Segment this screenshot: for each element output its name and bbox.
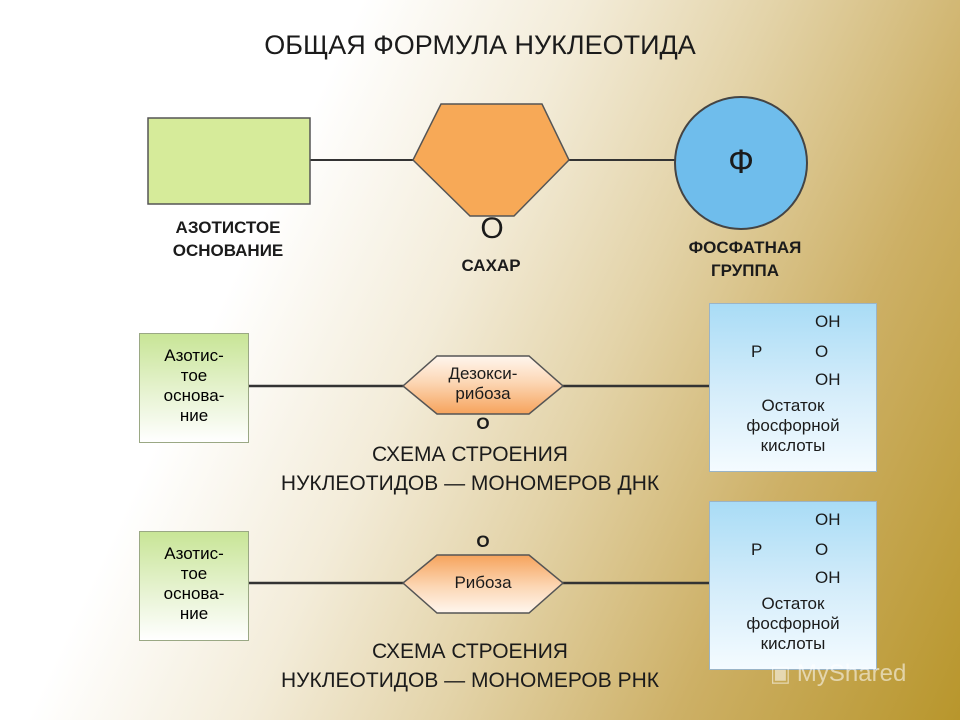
- rna-caption: СХЕМА СТРОЕНИЯ НУКЛЕОТИДОВ — МОНОМЕРОВ Р…: [210, 637, 730, 695]
- rna-caption-line2: НУКЛЕОТИДОВ — МОНОМЕРОВ РНК: [281, 669, 659, 692]
- general-phosphate-symbol: Ф: [728, 143, 754, 181]
- dna-phosphate-label-line2: фосфорной: [746, 416, 840, 435]
- general-phosphate-label-line2: ГРУППА: [710, 261, 780, 280]
- dna-sugar-o: O: [476, 414, 490, 433]
- dna-caption: СХЕМА СТРОЕНИЯ НУКЛЕОТИДОВ — МОНОМЕРОВ Д…: [210, 440, 730, 498]
- dna-o: O: [815, 342, 829, 361]
- general-phosphate-label: ФОСФАТНАЯ ГРУППА: [660, 236, 830, 282]
- dna-base-box: Азотис- тое основа- ние: [139, 333, 249, 443]
- rna-base-label-line3: основа-: [163, 584, 225, 603]
- general-sugar-label: САХАР: [461, 256, 521, 275]
- rna-base-label-line4: ние: [179, 604, 209, 623]
- rna-sugar-hexagon: [401, 554, 565, 614]
- rna-phosphate-label-line1: Остаток: [761, 594, 825, 613]
- dna-phosphate-label: Остаток фосфорной кислоты: [710, 396, 876, 456]
- general-sugar-pentagon: [412, 103, 570, 217]
- rna-phosphate-label-line3: кислоты: [760, 634, 826, 653]
- general-base-label-line1: АЗОТИСТОЕ: [175, 218, 281, 237]
- dna-phosphate-box: OH P O OH Остаток фосфорной кислоты: [709, 303, 877, 472]
- dna-sugar-label-line1: Дезокси-: [448, 364, 518, 383]
- dna-caption-line1: СХЕМА СТРОЕНИЯ: [372, 443, 568, 466]
- dna-oh-bottom: OH: [815, 370, 841, 389]
- rna-base-box: Азотис- тое основа- ние: [139, 531, 249, 641]
- general-base-rect: [147, 117, 311, 205]
- dna-caption-line2: НУКЛЕОТИДОВ — МОНОМЕРОВ ДНК: [280, 472, 660, 495]
- watermark-text: MyShared: [796, 660, 907, 687]
- rna-o: O: [815, 540, 829, 559]
- page-title: ОБЩАЯ ФОРМУЛА НУКЛЕОТИДА: [264, 30, 696, 60]
- dna-base-label-line4: ние: [179, 406, 209, 425]
- rna-oh-top: OH: [815, 510, 841, 529]
- rna-base-label-line1: Азотис-: [164, 544, 224, 563]
- rna-phosphate-label-line2: фосфорной: [746, 614, 840, 633]
- rna-p: P: [751, 540, 763, 559]
- rna-base-label: Азотис- тое основа- ние: [140, 532, 248, 624]
- rna-base-label-line2: тое: [180, 564, 208, 583]
- rna-sugar-o: O: [476, 532, 490, 551]
- dna-sugar-label-line2: рибоза: [455, 384, 511, 403]
- rna-phosphate-box: OH P O OH Остаток фосфорной кислоты: [709, 501, 877, 670]
- dna-base-label-line1: Азотис-: [164, 346, 224, 365]
- watermark: ▣ MyShared: [770, 660, 906, 688]
- general-phosphate-label-line1: ФОСФАТНАЯ: [688, 238, 802, 257]
- general-sugar-o: O: [480, 212, 504, 245]
- dna-sugar-hexagon: [401, 355, 565, 415]
- rna-phosphate-label: Остаток фосфорной кислоты: [710, 594, 876, 654]
- dna-oh-top: OH: [815, 312, 841, 331]
- dna-base-label: Азотис- тое основа- ние: [140, 334, 248, 426]
- dna-sugar-label: Дезокси- рибоза: [403, 364, 563, 404]
- dna-phosphate-label-line1: Остаток: [761, 396, 825, 415]
- general-phosphate-circle: [674, 96, 808, 230]
- dna-p: P: [751, 342, 763, 361]
- dna-phosphate-label-line3: кислоты: [760, 436, 826, 455]
- rna-oh-bottom: OH: [815, 568, 841, 587]
- rna-sugar-label: Рибоза: [454, 573, 512, 592]
- rna-caption-line1: СХЕМА СТРОЕНИЯ: [372, 640, 568, 663]
- watermark-icon: ▣: [770, 661, 797, 686]
- dna-base-label-line2: тое: [180, 366, 208, 385]
- dna-base-label-line3: основа-: [163, 386, 225, 405]
- general-base-label: АЗОТИСТОЕ ОСНОВАНИЕ: [148, 216, 308, 262]
- general-base-label-line2: ОСНОВАНИЕ: [172, 241, 284, 260]
